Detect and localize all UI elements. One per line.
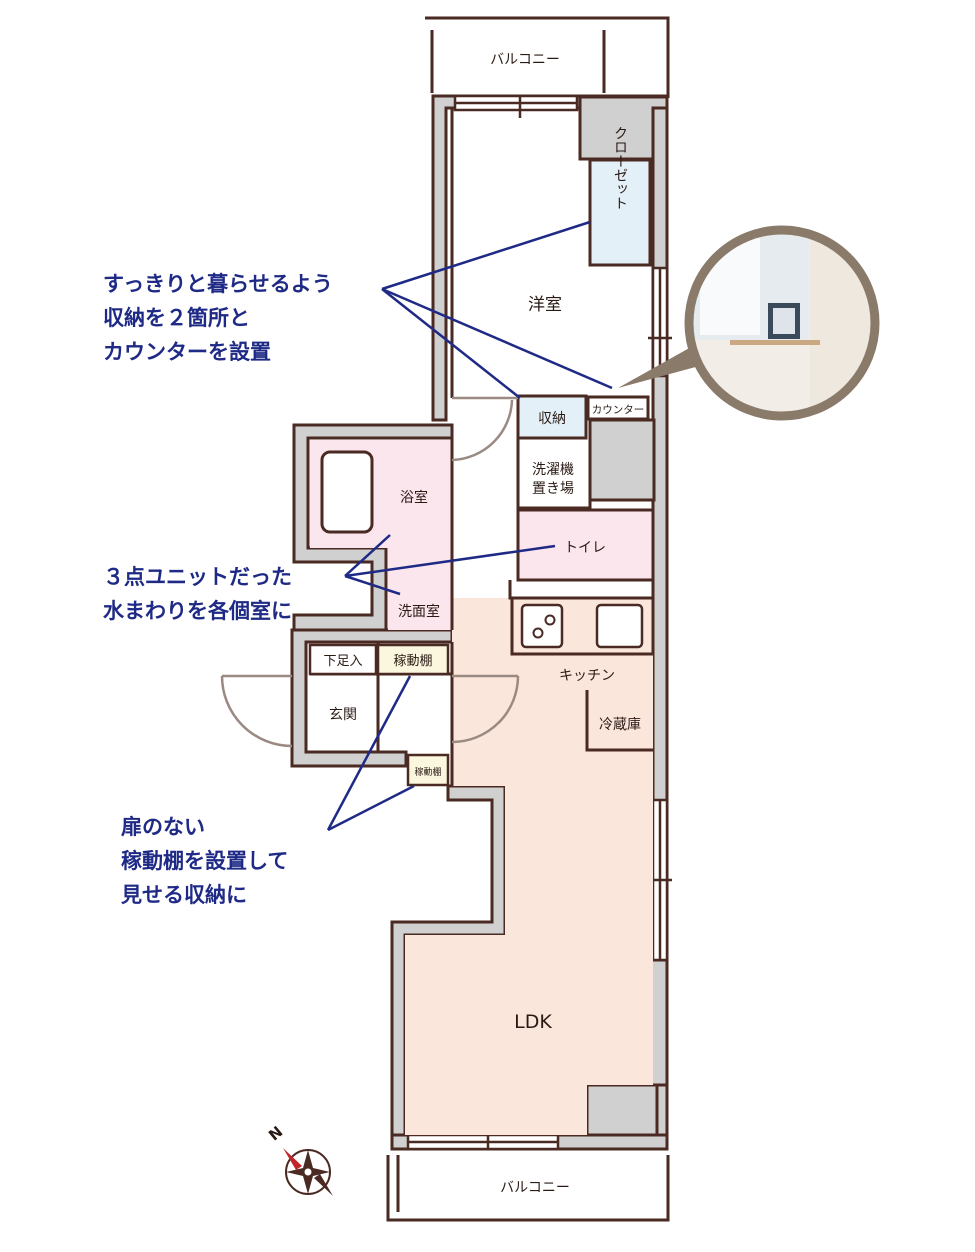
bathtub: [320, 450, 374, 534]
bath-label: 浴室: [400, 489, 428, 506]
shoe-box: [308, 643, 378, 676]
compass-icon: [283, 1148, 333, 1196]
toilet-floor: [516, 508, 655, 582]
sink: [595, 603, 644, 649]
entrance-label: 玄関: [329, 706, 357, 723]
counter-label: カウンター: [592, 404, 645, 416]
burner-icon: [532, 627, 544, 639]
kitchen-label: キッチン: [559, 668, 615, 684]
callout-lines: [326, 220, 613, 832]
closet: [588, 158, 652, 267]
balcony-top-label: バルコニー: [490, 52, 560, 68]
callout-water-area: ３点ユニットだった 水まわりを各個室に: [103, 560, 292, 628]
storage-box: [516, 394, 588, 440]
laundry-label-2: 置き場: [532, 481, 574, 497]
ldk-label: LDK: [514, 1011, 552, 1033]
washroom-label: 洗面室: [398, 603, 440, 620]
stove: [520, 603, 564, 649]
windows: [406, 94, 672, 1151]
laundry-label-1: 洗濯機: [532, 462, 574, 478]
callout-open-shelf: 扉のない 稼動棚を設置して 見せる収納に: [121, 810, 288, 912]
movable-shelf-small: [406, 753, 450, 787]
fridge-label: 冷蔵庫: [599, 716, 641, 733]
callout-line: 稼動棚を設置して: [121, 849, 289, 873]
storage-label: 収納: [538, 411, 566, 427]
movable-shelf: [376, 643, 450, 676]
callout-line: 扉のない: [121, 815, 205, 839]
callout-line: カウンターを設置: [103, 340, 271, 364]
balcony-bottom-label: バルコニー: [500, 1180, 570, 1196]
closet-label: クローゼット: [612, 126, 628, 210]
toilet-label: トイレ: [564, 540, 606, 556]
balcony-top: [425, 16, 670, 98]
counter-box: [586, 395, 650, 421]
callout-line: 収納を２箇所と: [103, 306, 250, 330]
callout-line: 見せる収納に: [121, 883, 247, 907]
callout-line: 水まわりを各個室に: [103, 599, 292, 623]
burner-icon: [544, 614, 556, 626]
movable-shelf-label: 稼動棚: [393, 654, 432, 669]
movable-shelf-small-label: 稼動棚: [414, 766, 441, 778]
ldk-floor: [405, 598, 653, 1135]
callout-storage-counter: すっきりと暮らせるよう 収納を２箇所と カウンターを設置: [103, 267, 333, 369]
balcony-bottom: [386, 1155, 670, 1222]
shoe-box-label: 下足入: [323, 654, 362, 669]
callout-line: すっきりと暮らせるよう: [103, 272, 333, 296]
callout-line: ３点ユニットだった: [103, 565, 292, 589]
compass-north-label: N: [265, 1123, 286, 1145]
doors: [220, 396, 520, 748]
western-room-label: 洋室: [528, 295, 562, 315]
